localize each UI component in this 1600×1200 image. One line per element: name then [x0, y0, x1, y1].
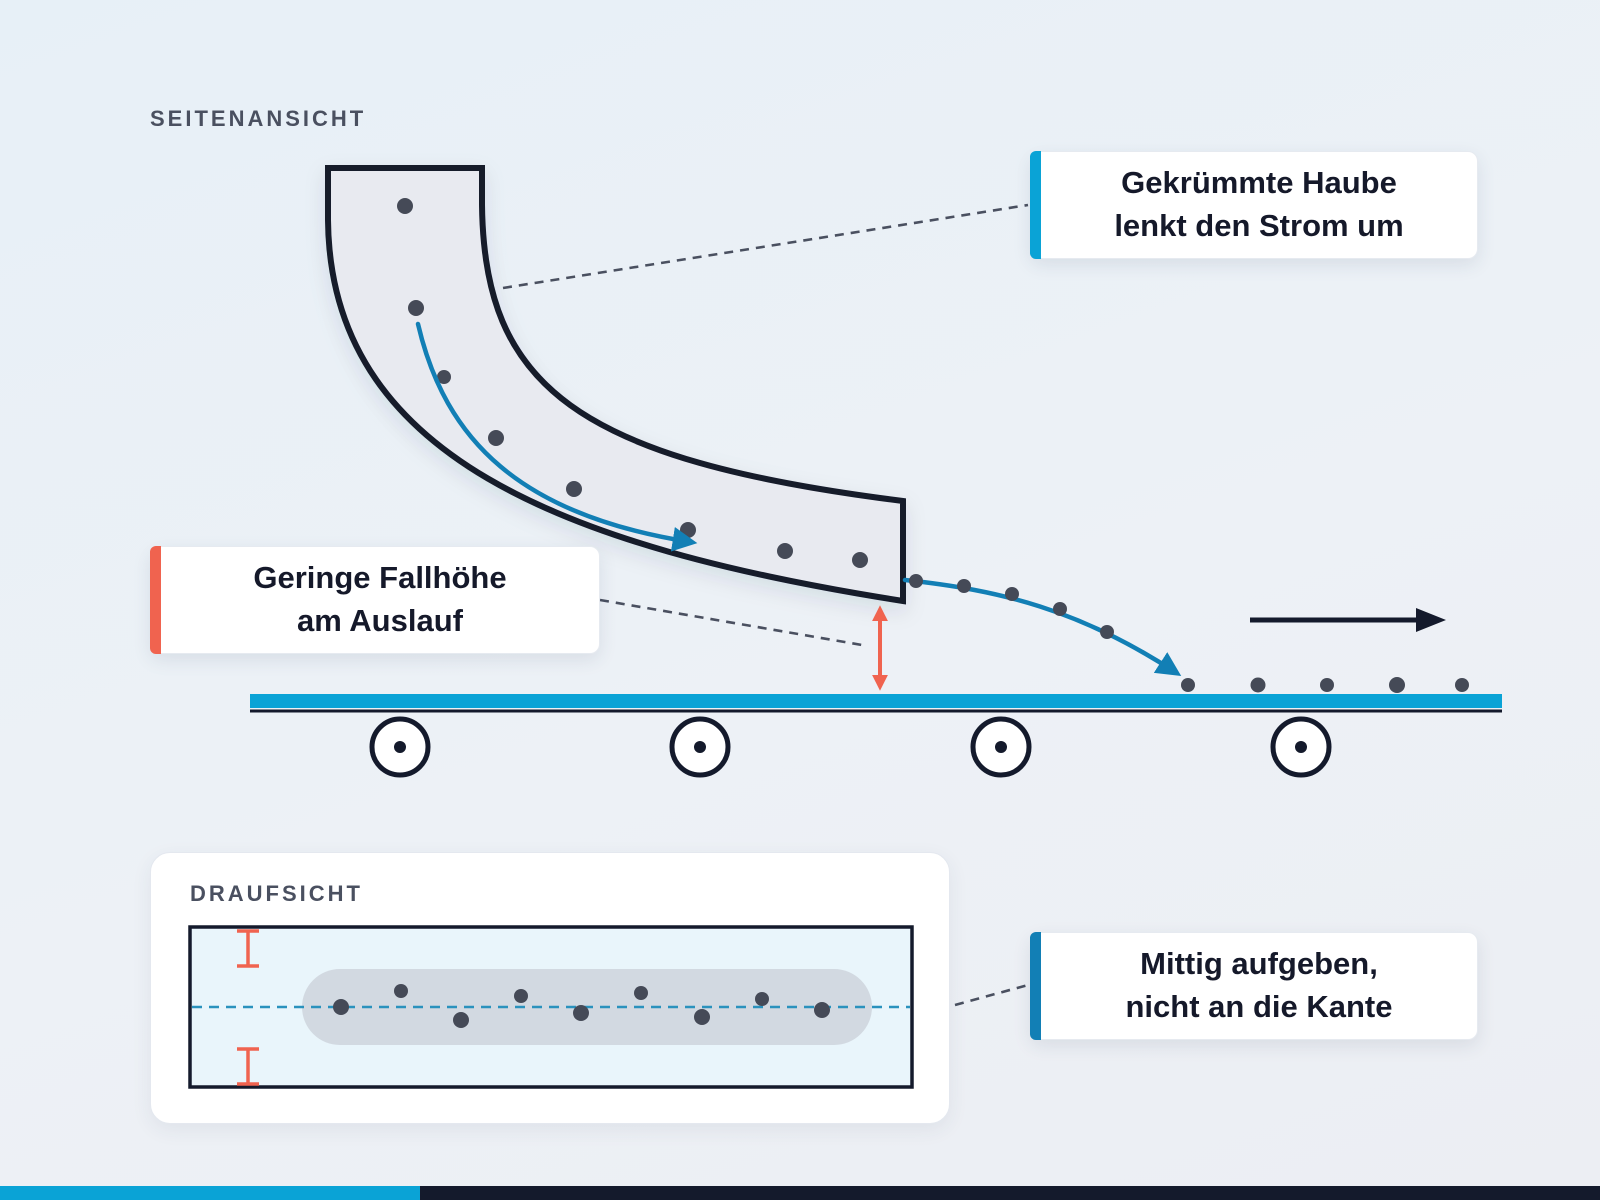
- roller-icon: [1270, 716, 1332, 778]
- footer-accent-segment: [0, 1186, 420, 1200]
- hood-callout: Gekrümmte Haube lenkt den Strom um: [1030, 151, 1478, 259]
- callout-accent-bar: [150, 546, 161, 654]
- outflow-arrow-icon: [902, 577, 1182, 677]
- top-view-card: DRAUFSICHT: [150, 852, 950, 1124]
- callout-accent-bar: [1030, 932, 1041, 1040]
- i-beam-icon: [237, 1047, 259, 1086]
- top-view-label: DRAUFSICHT: [190, 881, 363, 906]
- callout-accent-bar: [1030, 151, 1041, 259]
- center-callout: Mittig aufgeben, nicht an die Kante: [1030, 932, 1478, 1040]
- flow-arrow-icon: [415, 321, 698, 552]
- conveyor-belt: [250, 694, 1502, 708]
- drop-leader-line: [599, 598, 863, 647]
- belt-particles: [1181, 677, 1469, 693]
- center-callout-text: Mittig aufgeben, nicht an die Kante: [1125, 946, 1393, 1024]
- side-view-label: SEITENANSICHT: [150, 106, 367, 131]
- footer-dark-segment: [420, 1186, 1600, 1200]
- roller-icon: [669, 716, 731, 778]
- roller-icon: [369, 716, 431, 778]
- center-leader-line: [954, 983, 1029, 1007]
- outflow-particles: [909, 574, 1114, 639]
- top-view-diagram: [188, 925, 914, 1089]
- roller-icon: [970, 716, 1032, 778]
- arrow-right-icon: [1250, 608, 1446, 632]
- curved-hood: [325, 165, 906, 605]
- footer-bar: [0, 1186, 1600, 1200]
- hood-leader-line: [502, 203, 1029, 290]
- hood-callout-text: Gekrümmte Haube lenkt den Strom um: [1114, 165, 1404, 243]
- drop-callout: Geringe Fallhöhe am Auslauf: [150, 546, 600, 654]
- i-beam-icon: [237, 929, 259, 968]
- top-view-particles: [333, 984, 830, 1028]
- drop-callout-text: Geringe Fallhöhe am Auslauf: [253, 560, 507, 638]
